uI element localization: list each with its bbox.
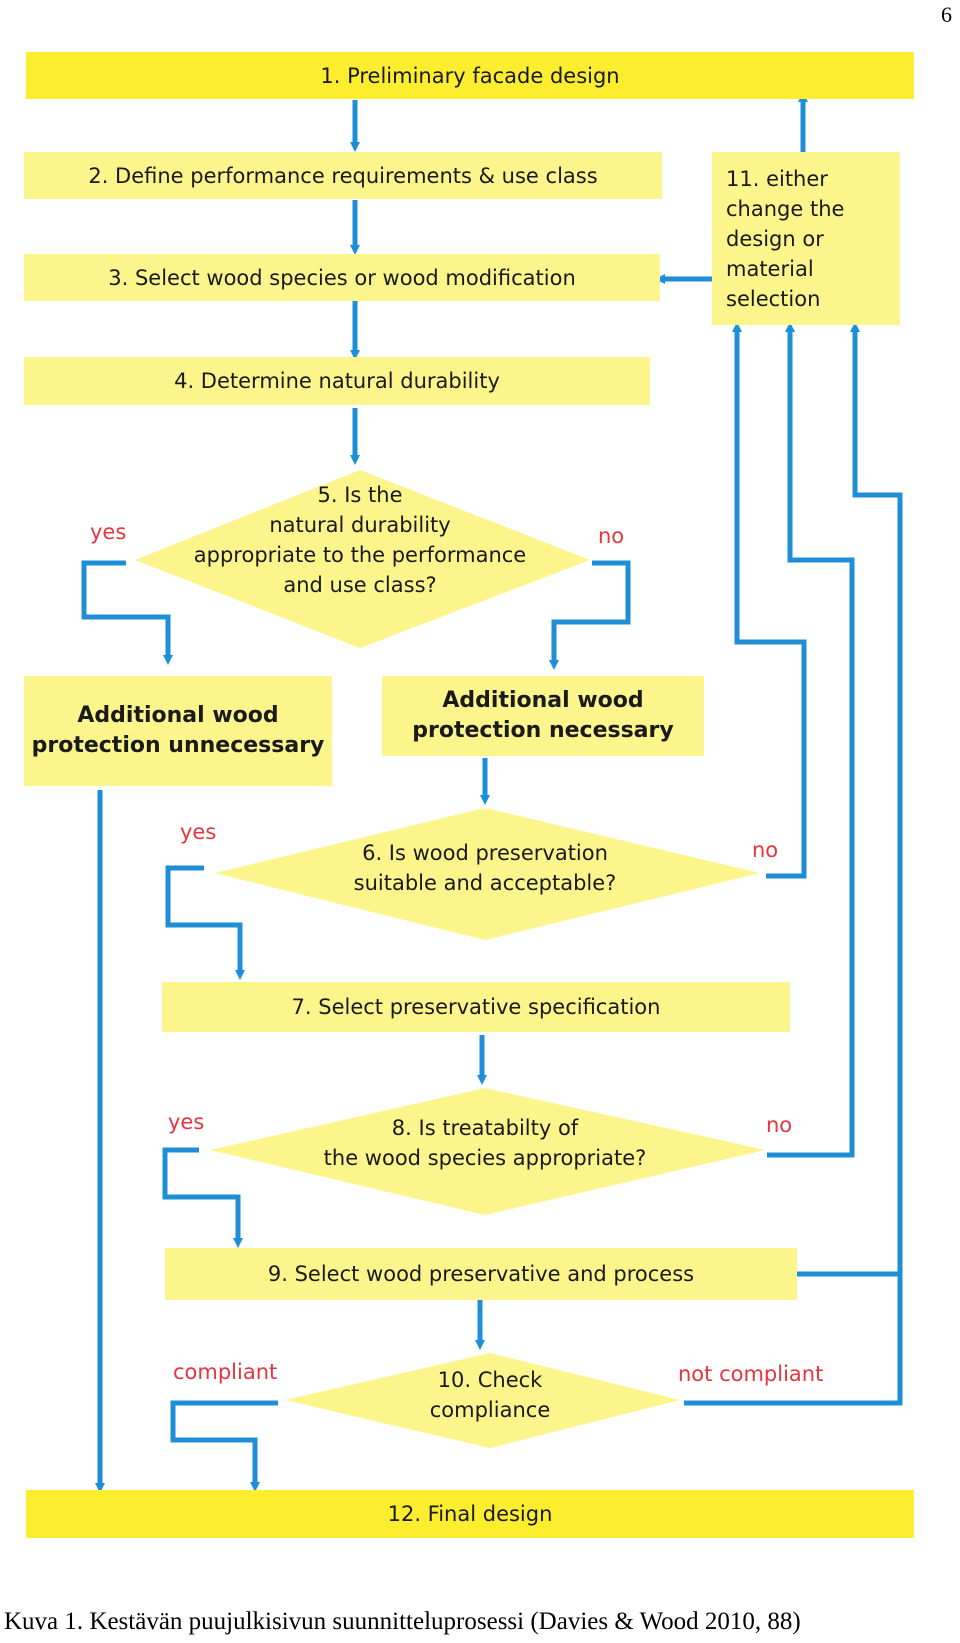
decision-6-no-label: no xyxy=(752,838,779,862)
decision-10-line-1: 10. Check xyxy=(437,1368,543,1392)
step-1-box: 1. Preliminary facade design xyxy=(26,52,914,99)
decision-5-yes-label: yes xyxy=(90,520,127,544)
step-7-box: 7. Select preservative specification xyxy=(162,982,790,1032)
arrow-6-no xyxy=(732,322,807,879)
step-4-box: 4. Determine natural durability xyxy=(24,357,650,405)
step-2-label: 2. Define performance requirements & use… xyxy=(88,163,598,188)
arrow-5-yes xyxy=(81,560,173,665)
step-9-label: 9. Select wood preservative and process xyxy=(267,1262,695,1286)
arrow-6-yes xyxy=(165,865,245,980)
decision-8-no-label: no xyxy=(766,1113,793,1137)
protection-unnecessary-box: Additional wood protection unnecessary xyxy=(24,676,332,786)
step-3-label: 3. Select wood species or wood modificat… xyxy=(108,265,576,290)
protection-unnecessary-line-1: Additional wood xyxy=(77,703,279,728)
decision-5-diamond xyxy=(135,470,590,648)
decision-5-line-1: 5. Is the xyxy=(317,483,403,507)
step-1-label: 1. Preliminary facade design xyxy=(320,63,620,88)
step-11-line-2: change the xyxy=(726,196,845,221)
step-7-label: 7. Select preservative specification xyxy=(291,995,661,1019)
decision-6-line-2: suitable and acceptable? xyxy=(353,871,617,895)
step-2-box: 2. Define performance requirements & use… xyxy=(24,152,662,199)
decision-10-text: 10. Check compliance xyxy=(385,1365,595,1425)
arrow-10-compliant xyxy=(170,1400,278,1492)
decision-5-line-4: and use class? xyxy=(283,573,437,597)
decision-8-line-2: the wood species appropriate? xyxy=(323,1146,647,1170)
decision-5-line-2: natural durability xyxy=(269,513,451,537)
step-11-line-4: material xyxy=(726,256,814,281)
decision-10-not-compliant-label: not compliant xyxy=(678,1362,824,1386)
decision-10-compliant-label: compliant xyxy=(173,1360,278,1384)
decision-5-line-3: appropriate to the performance xyxy=(193,543,527,567)
step-3-box: 3. Select wood species or wood modificat… xyxy=(24,254,660,301)
protection-necessary-line-2: protection necessary xyxy=(412,718,674,743)
step-11-line-5: selection xyxy=(726,286,821,311)
decision-8-diamond xyxy=(210,1088,765,1215)
arrow-5-no xyxy=(549,560,631,670)
arrow-8-no xyxy=(767,322,855,1158)
decision-6-diamond xyxy=(215,808,760,940)
decision-8-line-1: 8. Is treatabilty of xyxy=(391,1116,579,1140)
step-11-line-3: design or xyxy=(726,226,824,251)
decision-6-text: 6. Is wood preservation suitable and acc… xyxy=(305,838,665,898)
decision-8-text: 8. Is treatabilty of the wood species ap… xyxy=(275,1113,695,1173)
step-11-line-1: 11. either xyxy=(726,166,828,191)
decision-6-yes-label: yes xyxy=(180,820,217,844)
step-4-label: 4. Determine natural durability xyxy=(174,369,500,393)
figure-caption: Kuva 1. Kestävän puujulkisivun suunnitte… xyxy=(4,1608,801,1635)
arrow-8-yes xyxy=(162,1147,243,1248)
arrow-10-not-compliant xyxy=(684,322,903,1406)
protection-necessary-line-1: Additional wood xyxy=(442,688,644,713)
decision-10-line-2: compliance xyxy=(429,1398,551,1422)
decision-8-yes-label: yes xyxy=(168,1110,205,1134)
decision-5-no-label: no xyxy=(598,524,625,548)
protection-unnecessary-line-2: protection unnecessary xyxy=(31,733,325,758)
step-11-box: 11. either change the design or material… xyxy=(712,152,900,325)
decision-5-text: 5. Is the natural durability appropriate… xyxy=(175,480,545,600)
step-12-label: 12. Final design xyxy=(387,1502,553,1526)
step-9-box: 9. Select wood preservative and process xyxy=(165,1248,797,1300)
step-12-box: 12. Final design xyxy=(26,1490,914,1538)
decision-6-line-1: 6. Is wood preservation xyxy=(362,841,608,865)
protection-necessary-box: Additional wood protection necessary xyxy=(382,676,704,756)
decision-10-diamond xyxy=(285,1353,680,1448)
page-number: 6 xyxy=(941,2,952,27)
